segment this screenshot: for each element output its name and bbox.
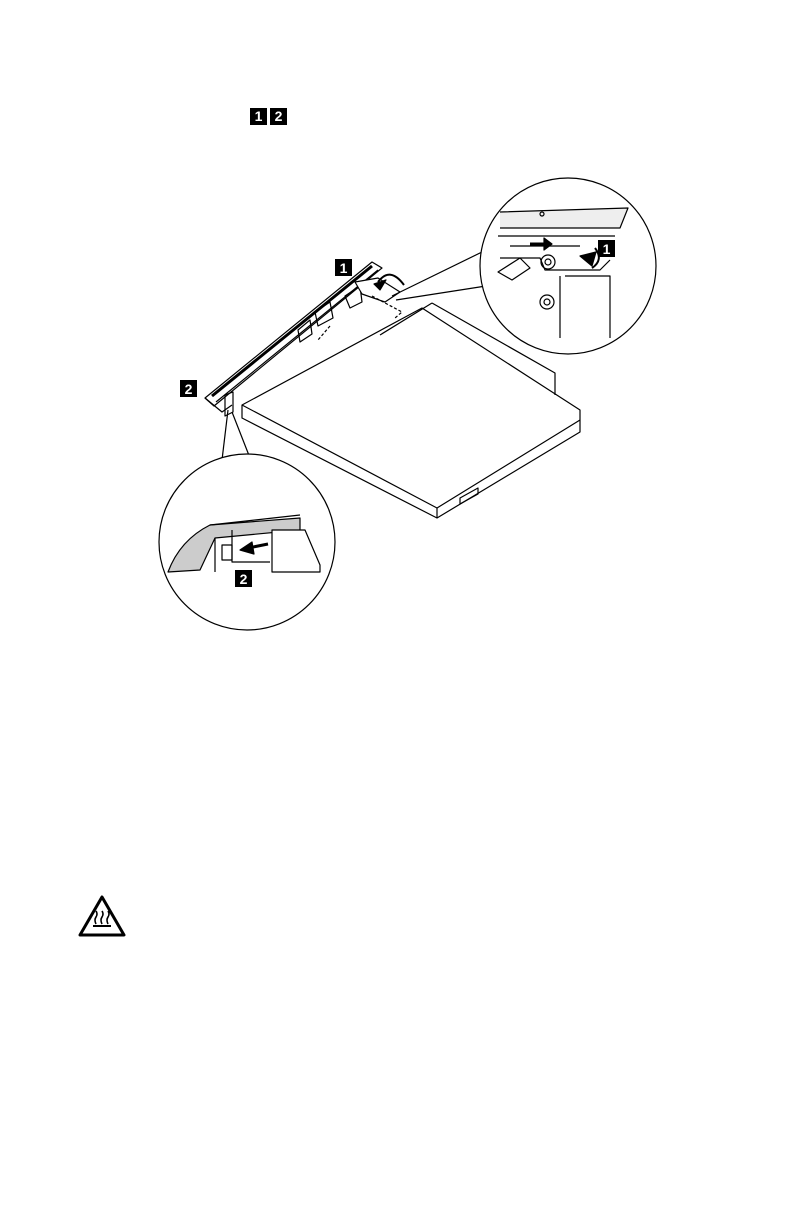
svg-text:1: 1 — [603, 241, 611, 257]
hot-surface-warning-icon — [78, 895, 126, 937]
step-badge-1: 1 — [250, 108, 267, 125]
callout-left-main: 2 — [180, 380, 197, 397]
callout-zoom-top: 1 — [598, 240, 615, 257]
svg-text:2: 2 — [185, 381, 193, 397]
svg-text:1: 1 — [340, 260, 348, 276]
step-badge-2: 2 — [270, 108, 287, 125]
svg-text:2: 2 — [240, 571, 248, 587]
callout-top-main: 1 — [335, 259, 352, 276]
zoom-detail-tab-2 — [159, 454, 335, 630]
callout-zoom-bottom: 2 — [235, 570, 252, 587]
optical-drive-bezel-removal-illustration: 1 2 1 2 — [0, 170, 794, 640]
zoom-detail-tab-1 — [480, 178, 656, 354]
